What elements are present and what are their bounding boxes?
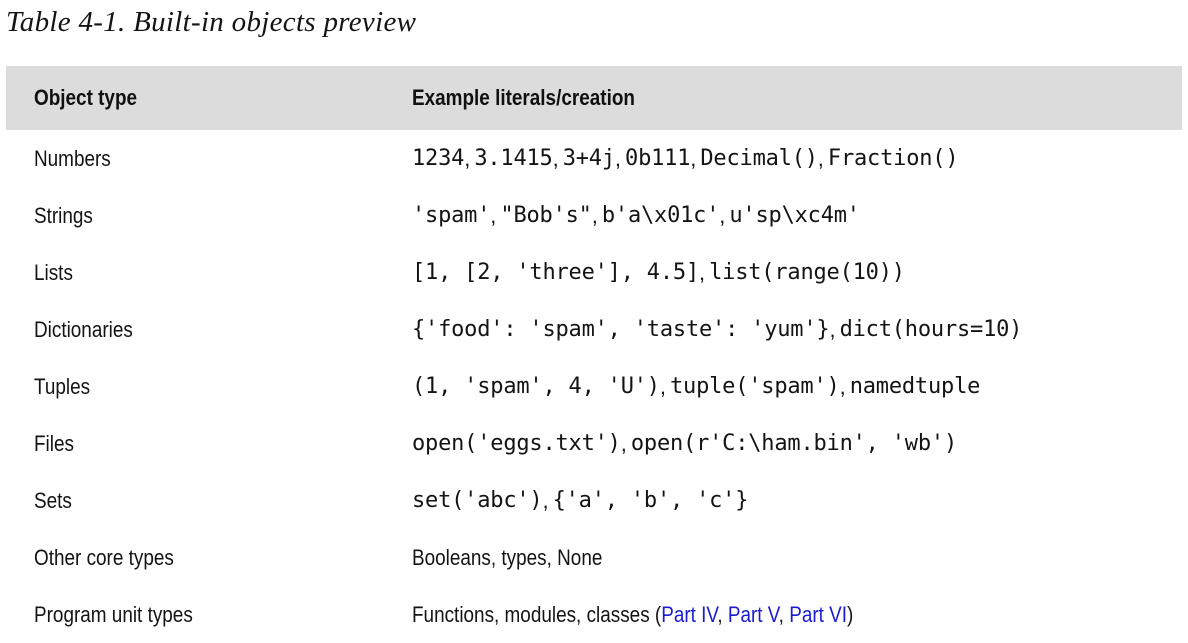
- code-literal: [1, [2, 'three'], 4.5]: [412, 260, 699, 285]
- code-literal: open('eggs.txt'): [412, 431, 621, 456]
- prose-text: Booleans, types, None: [412, 544, 603, 570]
- example-cell: 1234,3.1415,3+4j,0b111,Decimal(),Fractio…: [412, 130, 959, 187]
- code-literal: set('abc'): [412, 488, 543, 513]
- object-type-cell: Tuples: [34, 373, 91, 399]
- code-literal: open(r'C:\ham.bin', 'wb'): [630, 431, 957, 456]
- table-row: Program unit types Functions, modules, cl…: [6, 586, 1182, 643]
- code-literal: 'spam': [412, 203, 491, 228]
- object-type-cell: Dictionaries: [34, 316, 133, 342]
- object-type-cell: Sets: [34, 487, 72, 513]
- separator: ,: [719, 202, 726, 228]
- link-separator: ,: [717, 601, 728, 627]
- part-link[interactable]: Part VI: [789, 601, 848, 627]
- code-literal: 1234: [412, 146, 465, 171]
- table-row: Tuples (1, 'spam', 4, 'U'),tuple('spam'),…: [6, 358, 1182, 415]
- header-object-type: Object type: [34, 85, 138, 110]
- code-literal: 3+4j: [562, 146, 615, 171]
- code-literal: {'a', 'b', 'c'}: [552, 488, 749, 513]
- separator: ,: [464, 145, 471, 171]
- table-row: Sets set('abc'),{'a', 'b', 'c'}: [6, 472, 1182, 529]
- separator: ,: [699, 259, 706, 285]
- table-row: Other core types Booleans, types, None: [6, 529, 1182, 586]
- code-literal: (1, 'spam', 4, 'U'): [412, 374, 660, 399]
- example-cell: Functions, modules, classes (Part IV, Pa…: [412, 586, 925, 643]
- code-literal: "Bob's": [500, 203, 592, 228]
- code-literal: Decimal(): [700, 146, 818, 171]
- separator: ,: [614, 145, 622, 171]
- separator: ,: [542, 487, 549, 513]
- separator: ,: [591, 202, 598, 228]
- object-type-cell: Other core types: [34, 544, 174, 570]
- code-literal: 0b111: [625, 146, 691, 171]
- link-separator: ,: [778, 601, 790, 627]
- code-literal: list(range(10)): [709, 260, 905, 285]
- object-type-cell: Lists: [34, 259, 73, 285]
- separator: ,: [817, 145, 824, 171]
- separator: ,: [690, 145, 697, 171]
- code-literal: tuple('spam'): [669, 374, 840, 399]
- separator: ,: [659, 373, 666, 399]
- separator: ,: [620, 430, 627, 456]
- example-cell: {'food': 'spam', 'taste': 'yum'},dict(ho…: [412, 301, 1022, 358]
- code-literal: namedtuple: [849, 374, 981, 399]
- object-type-cell: Program unit types: [34, 601, 193, 627]
- table-header-row: Object type Example literals/creation: [6, 66, 1182, 130]
- object-type-cell: Files: [34, 430, 74, 456]
- code-literal: u'sp\xc4m': [729, 203, 860, 228]
- example-cell: set('abc'),{'a', 'b', 'c'}: [412, 472, 748, 529]
- example-cell: open('eggs.txt'),open(r'C:\ham.bin', 'wb…: [412, 415, 957, 472]
- example-cell: Booleans, types, None: [412, 529, 633, 586]
- builtin-objects-table: Object type Example literals/creation Nu…: [6, 66, 1182, 643]
- code-literal: b'a\x01c': [601, 203, 720, 228]
- code-literal: Fraction(): [827, 146, 959, 171]
- prose-prefix: Functions, modules, classes (: [412, 601, 662, 627]
- separator: ,: [839, 373, 846, 399]
- part-link[interactable]: Part IV: [661, 601, 718, 627]
- separator: ,: [829, 316, 836, 342]
- part-link[interactable]: Part V: [727, 601, 779, 627]
- example-cell: 'spam',"Bob's",b'a\x01c',u'sp\xc4m': [412, 187, 860, 244]
- object-type-cell: Strings: [34, 202, 93, 228]
- prose-text: Functions, modules, classes (Part IV, Pa…: [412, 602, 853, 628]
- separator: ,: [490, 202, 497, 228]
- example-cell: [1, [2, 'three'], 4.5],list(range(10)): [412, 244, 905, 301]
- code-literal: 3.1415: [474, 146, 553, 171]
- table-row: Lists [1, [2, 'three'], 4.5],list(range(1…: [6, 244, 1182, 301]
- example-cell: (1, 'spam', 4, 'U'),tuple('spam'),namedt…: [412, 358, 980, 415]
- table-row: Files open('eggs.txt'),open(r'C:\ham.bin'…: [6, 415, 1182, 472]
- code-literal: dict(hours=10): [839, 317, 1023, 342]
- table-row: Dictionaries {'food': 'spam', 'taste': 'y…: [6, 301, 1182, 358]
- table-row: Strings'spam',"Bob's",b'a\x01c',u'sp\xc4…: [6, 187, 1182, 244]
- separator: ,: [552, 145, 559, 171]
- header-example-literals: Example literals/creation: [412, 85, 635, 110]
- object-type-cell: Numbers: [34, 145, 111, 171]
- table-caption: Table 4-1. Built-in objects preview: [6, 6, 417, 38]
- code-literal: {'food': 'spam', 'taste': 'yum'}: [412, 317, 830, 342]
- prose-suffix: ): [847, 601, 854, 627]
